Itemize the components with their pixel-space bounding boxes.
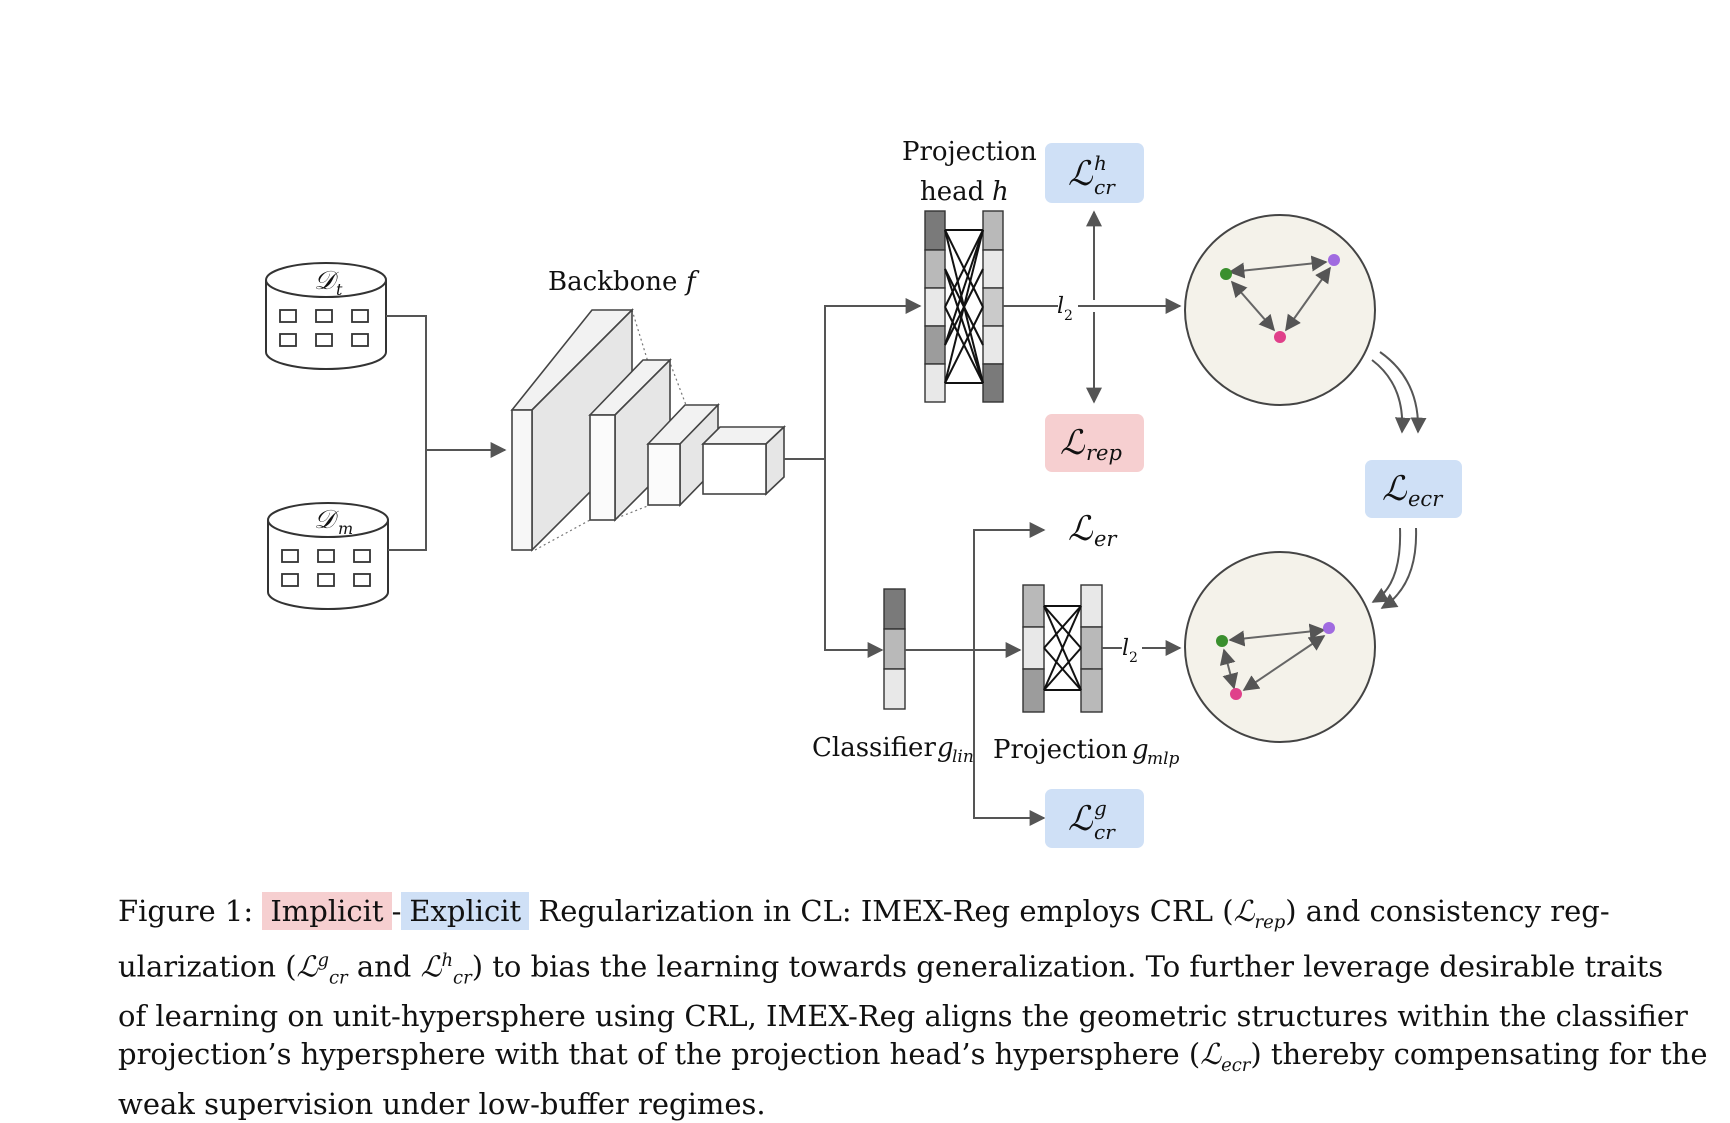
projection-head-label-line1: Projection (902, 137, 1037, 167)
loss-cr-h-box: ℒ h cr (1045, 143, 1144, 203)
math-sub: rep (1254, 911, 1286, 933)
classifier-network: Classifier g lin (812, 588, 974, 767)
math-symbol: ℒ (1200, 1037, 1222, 1072)
caption-text: ) and consistency reg- (1285, 894, 1610, 928)
dataset-task-cylinder: 𝒟 t (265, 262, 387, 370)
implicit-highlight: Implicit (262, 892, 392, 930)
loss-rep-box: ℒ rep (1045, 414, 1144, 472)
projection-head-network: Projection head h (902, 137, 1037, 403)
architecture-diagram: 𝒟 t 𝒟 m (265, 137, 1462, 848)
loss-rep-symbol: ℒ (1060, 423, 1086, 463)
point-purple (1323, 622, 1335, 634)
math-symbol: ℒ (1233, 894, 1255, 928)
math-sup: g (317, 949, 329, 971)
mlp-l2-sub: 2 (1129, 650, 1138, 666)
backbone-var: f (684, 267, 700, 297)
dataset-memory-cylinder: 𝒟 m (267, 502, 389, 610)
backbone-label: Backbone (548, 267, 677, 297)
caption-line-2: ularization (ℒgcr and ℒhcr) to bias the … (118, 942, 1663, 997)
loss-cr-h-sup: h (1094, 151, 1107, 175)
classifier-projection-var: g (1132, 735, 1149, 765)
loss-rep-sub: rep (1086, 441, 1122, 465)
classifier-projection-sub: mlp (1147, 749, 1180, 769)
math-symbol: ℒ (420, 949, 442, 984)
backbone-split-connector (784, 298, 922, 658)
caption-line-1: Figure 1: Implicit-Explicit Regularizati… (118, 892, 1618, 942)
loss-ecr-sub: ecr (1408, 487, 1444, 511)
point-green (1220, 268, 1232, 280)
mlp-l2-symbol: l (1122, 636, 1129, 661)
loss-er-symbol: ℒ (1068, 509, 1094, 549)
head-hypersphere (1184, 214, 1376, 406)
classifier-connectors (905, 522, 1046, 826)
caption-line-5: weak supervision under low-buffer regime… (118, 1087, 766, 1122)
explicit-highlight: Explicit (401, 892, 530, 930)
point-pink (1274, 331, 1286, 343)
classifier-projection-label: Projection (993, 735, 1128, 765)
loss-cr-g-symbol: ℒ (1068, 799, 1094, 839)
caption-text: ularization ( (118, 949, 297, 984)
head-l2-symbol: l (1057, 294, 1064, 319)
dataset-task-sub: t (336, 280, 343, 299)
ecr-curved-arrows (1371, 351, 1427, 609)
backbone-network: Backbone f (510, 267, 787, 552)
classifier-hypersphere (1184, 551, 1376, 743)
caption-line-4: projection’s hypersphere with that of th… (118, 1035, 1708, 1085)
loss-cr-h-sub: cr (1094, 175, 1116, 199)
dataset-memory-sub: m (338, 519, 353, 538)
loss-cr-h-symbol: ℒ (1068, 154, 1094, 194)
caption-text: and (347, 949, 421, 984)
loss-er-label: ℒ er (1068, 509, 1118, 551)
math-sub: ecr (1221, 1055, 1251, 1077)
classifier-label: Classifier (812, 733, 936, 763)
caption-text: ) to bias the learning towards generaliz… (471, 949, 1664, 984)
caption-text: projection’s hypersphere with that of th… (118, 1037, 1201, 1072)
loss-ecr-box: ℒ ecr (1365, 460, 1462, 518)
figure-caption: Figure 1: Implicit-Explicit Regularizati… (118, 892, 1708, 1123)
math-sup: h (441, 949, 454, 971)
dataset-merge-connector (386, 315, 507, 551)
figure-label: Figure 1: (118, 894, 254, 928)
head-output-connector (1003, 210, 1182, 404)
math-sub: cr (328, 967, 348, 989)
loss-cr-g-sup: g (1094, 796, 1107, 820)
caption-dash: - (391, 894, 402, 928)
math-symbol: ℒ (296, 949, 318, 984)
caption-line-3: of learning on unit-hypersphere using CR… (118, 999, 1688, 1034)
loss-cr-g-sub: cr (1094, 820, 1116, 844)
math-sub: cr (453, 967, 472, 989)
point-pink (1230, 688, 1242, 700)
classifier-projection-network: Projection g mlp (993, 584, 1180, 769)
head-l2-sub: 2 (1064, 308, 1073, 324)
loss-ecr-symbol: ℒ (1382, 469, 1408, 509)
point-green (1216, 635, 1228, 647)
classifier-sub: lin (952, 747, 974, 767)
loss-cr-g-box: ℒ g cr (1045, 789, 1144, 848)
classifier-var: g (937, 733, 954, 763)
caption-text: Regularization in CL: IMEX-Reg employs C… (538, 894, 1234, 928)
caption-text: ) thereby compensating for the (1250, 1037, 1708, 1072)
point-purple (1328, 254, 1340, 266)
projection-head-label-line2: head (920, 177, 984, 207)
projection-head-var: h (992, 177, 1009, 207)
loss-er-sub: er (1094, 527, 1118, 551)
